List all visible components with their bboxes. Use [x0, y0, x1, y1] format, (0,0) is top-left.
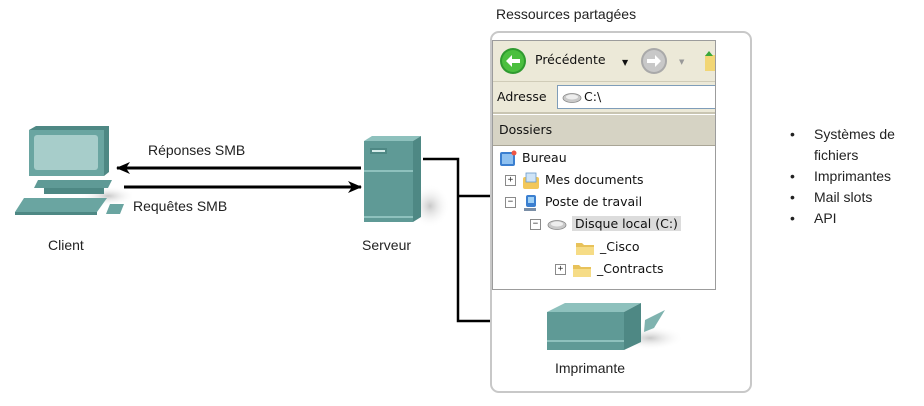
printer-label: Imprimante [555, 360, 626, 376]
list-item: API [790, 208, 895, 229]
drive-icon [562, 93, 582, 103]
tree-item-contracts[interactable]: + _Contracts [555, 259, 664, 279]
tree-item-mes-documents[interactable]: + Mes documents [505, 170, 644, 190]
list-item: Mail slots [790, 187, 895, 208]
panel-title: Ressources partagées [496, 6, 637, 22]
tree-item-disque-local[interactable]: − Disque local (C:) [530, 214, 681, 234]
responses-label: Réponses SMB [148, 142, 246, 158]
address-bar: Adresse C:\ [493, 82, 715, 114]
address-label: Adresse [497, 89, 547, 104]
tree-item-poste-de-travail[interactable]: − Poste de travail [505, 192, 642, 212]
tree-item-label: Disque local (C:) [572, 216, 681, 231]
drive-icon [547, 219, 567, 230]
requests-label: Requêtes SMB [133, 198, 228, 214]
explorer-toolbar: Précédente ▼ ▼ [493, 41, 715, 82]
list-item: Systèmes de [790, 124, 895, 145]
folders-header: Dossiers [493, 115, 715, 146]
list-item: Imprimantes [790, 166, 895, 187]
tree-item-label: Poste de travail [545, 194, 643, 209]
back-dropdown-icon[interactable]: ▼ [622, 58, 629, 67]
tree-item-label: _Contracts [597, 261, 664, 276]
tree-item-cisco[interactable]: _Cisco [575, 237, 639, 257]
collapse-icon[interactable]: − [530, 219, 541, 230]
address-input[interactable]: C:\ [557, 85, 715, 109]
client-label: Client [48, 237, 84, 253]
server-label: Serveur [362, 237, 412, 253]
printer-icon [547, 303, 684, 350]
tree-item-label: _Cisco [600, 239, 640, 254]
forward-arrow-icon[interactable] [640, 47, 668, 75]
client-computer-icon [15, 126, 132, 215]
file-explorer-window: Précédente ▼ ▼ Adresse C:\ Dossiers [492, 40, 716, 290]
server-icon [364, 136, 450, 228]
expand-icon[interactable]: + [505, 175, 516, 186]
collapse-icon[interactable]: − [505, 197, 516, 208]
expand-icon[interactable]: + [555, 264, 566, 275]
folder-icon [576, 242, 594, 255]
back-label: Précédente [535, 52, 606, 67]
back-arrow-icon [500, 48, 526, 74]
folders-header-label: Dossiers [499, 122, 553, 137]
computer-icon [524, 194, 536, 211]
documents-folder-icon [523, 172, 539, 189]
address-value: C:\ [584, 89, 602, 104]
folder-icon [573, 264, 591, 277]
list-item-continuation: fichiers [814, 147, 859, 163]
tree-item-bureau[interactable]: Bureau [499, 148, 567, 168]
folder-up-icon[interactable] [703, 51, 716, 73]
tree-item-label: Mes documents [545, 172, 644, 187]
tree-item-label: Bureau [522, 150, 567, 165]
resource-types-list: Systèmes de fichiers Imprimantes Mail sl… [790, 124, 895, 229]
forward-dropdown-icon[interactable]: ▼ [679, 58, 685, 66]
desktop-icon [500, 150, 517, 166]
